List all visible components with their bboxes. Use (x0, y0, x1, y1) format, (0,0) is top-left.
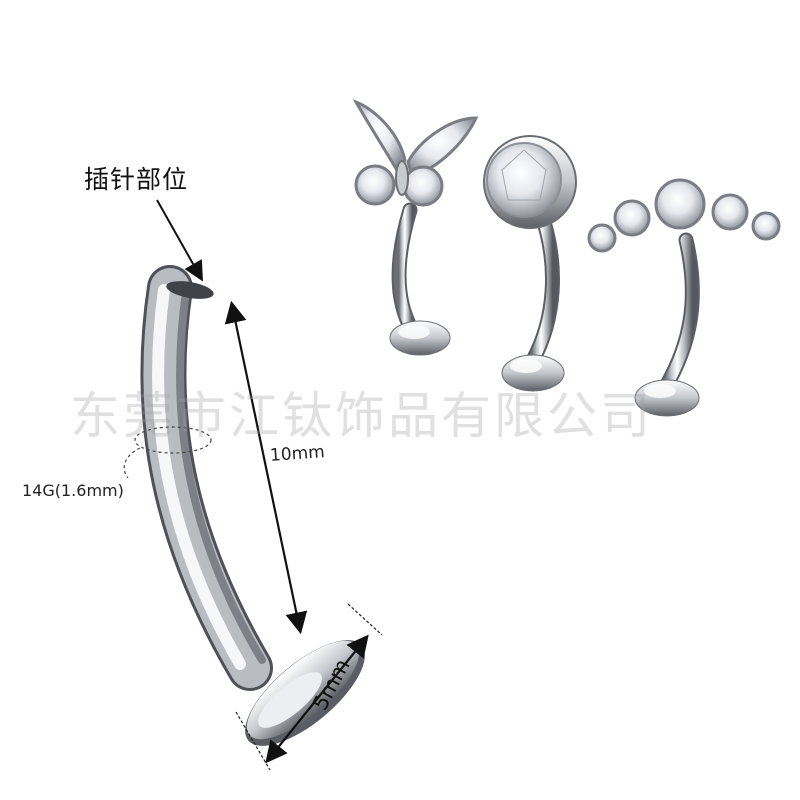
butterfly-piercing (352, 99, 479, 356)
insert-arrow (156, 199, 203, 282)
company-watermark: 东莞市江钛饰品有限公司 (70, 387, 653, 445)
length-arrow (224, 300, 308, 635)
round-gem-piercing (483, 135, 577, 392)
length-label: 10mm (269, 442, 326, 466)
butterfly-wing-right-bottom (402, 165, 444, 207)
butterfly-wing-left-bottom (354, 164, 396, 206)
arc-stone-4 (711, 193, 749, 231)
disc-extension-bottom (235, 711, 271, 771)
arc-stone-1 (587, 223, 617, 253)
butterfly-wing-left-top (352, 99, 407, 175)
insert-position-label: 插针部位 (84, 165, 189, 194)
main-curved-barbell (140, 265, 365, 746)
arc-gem-piercing (587, 178, 781, 417)
disc-dimension-arrow (265, 634, 369, 764)
arc-stone-5 (751, 211, 781, 241)
gauge-leader-line (123, 447, 141, 479)
arc-stone-2 (613, 199, 651, 237)
gauge-label: 14G(1.6mm) (22, 481, 124, 500)
round-gem-stone (486, 142, 562, 218)
barbell-top-end (166, 281, 214, 299)
gauge-indicator-circle (134, 426, 212, 454)
butterfly-body (395, 160, 409, 196)
disc-extension-top (347, 603, 383, 636)
arc-stone-3 (654, 178, 706, 230)
